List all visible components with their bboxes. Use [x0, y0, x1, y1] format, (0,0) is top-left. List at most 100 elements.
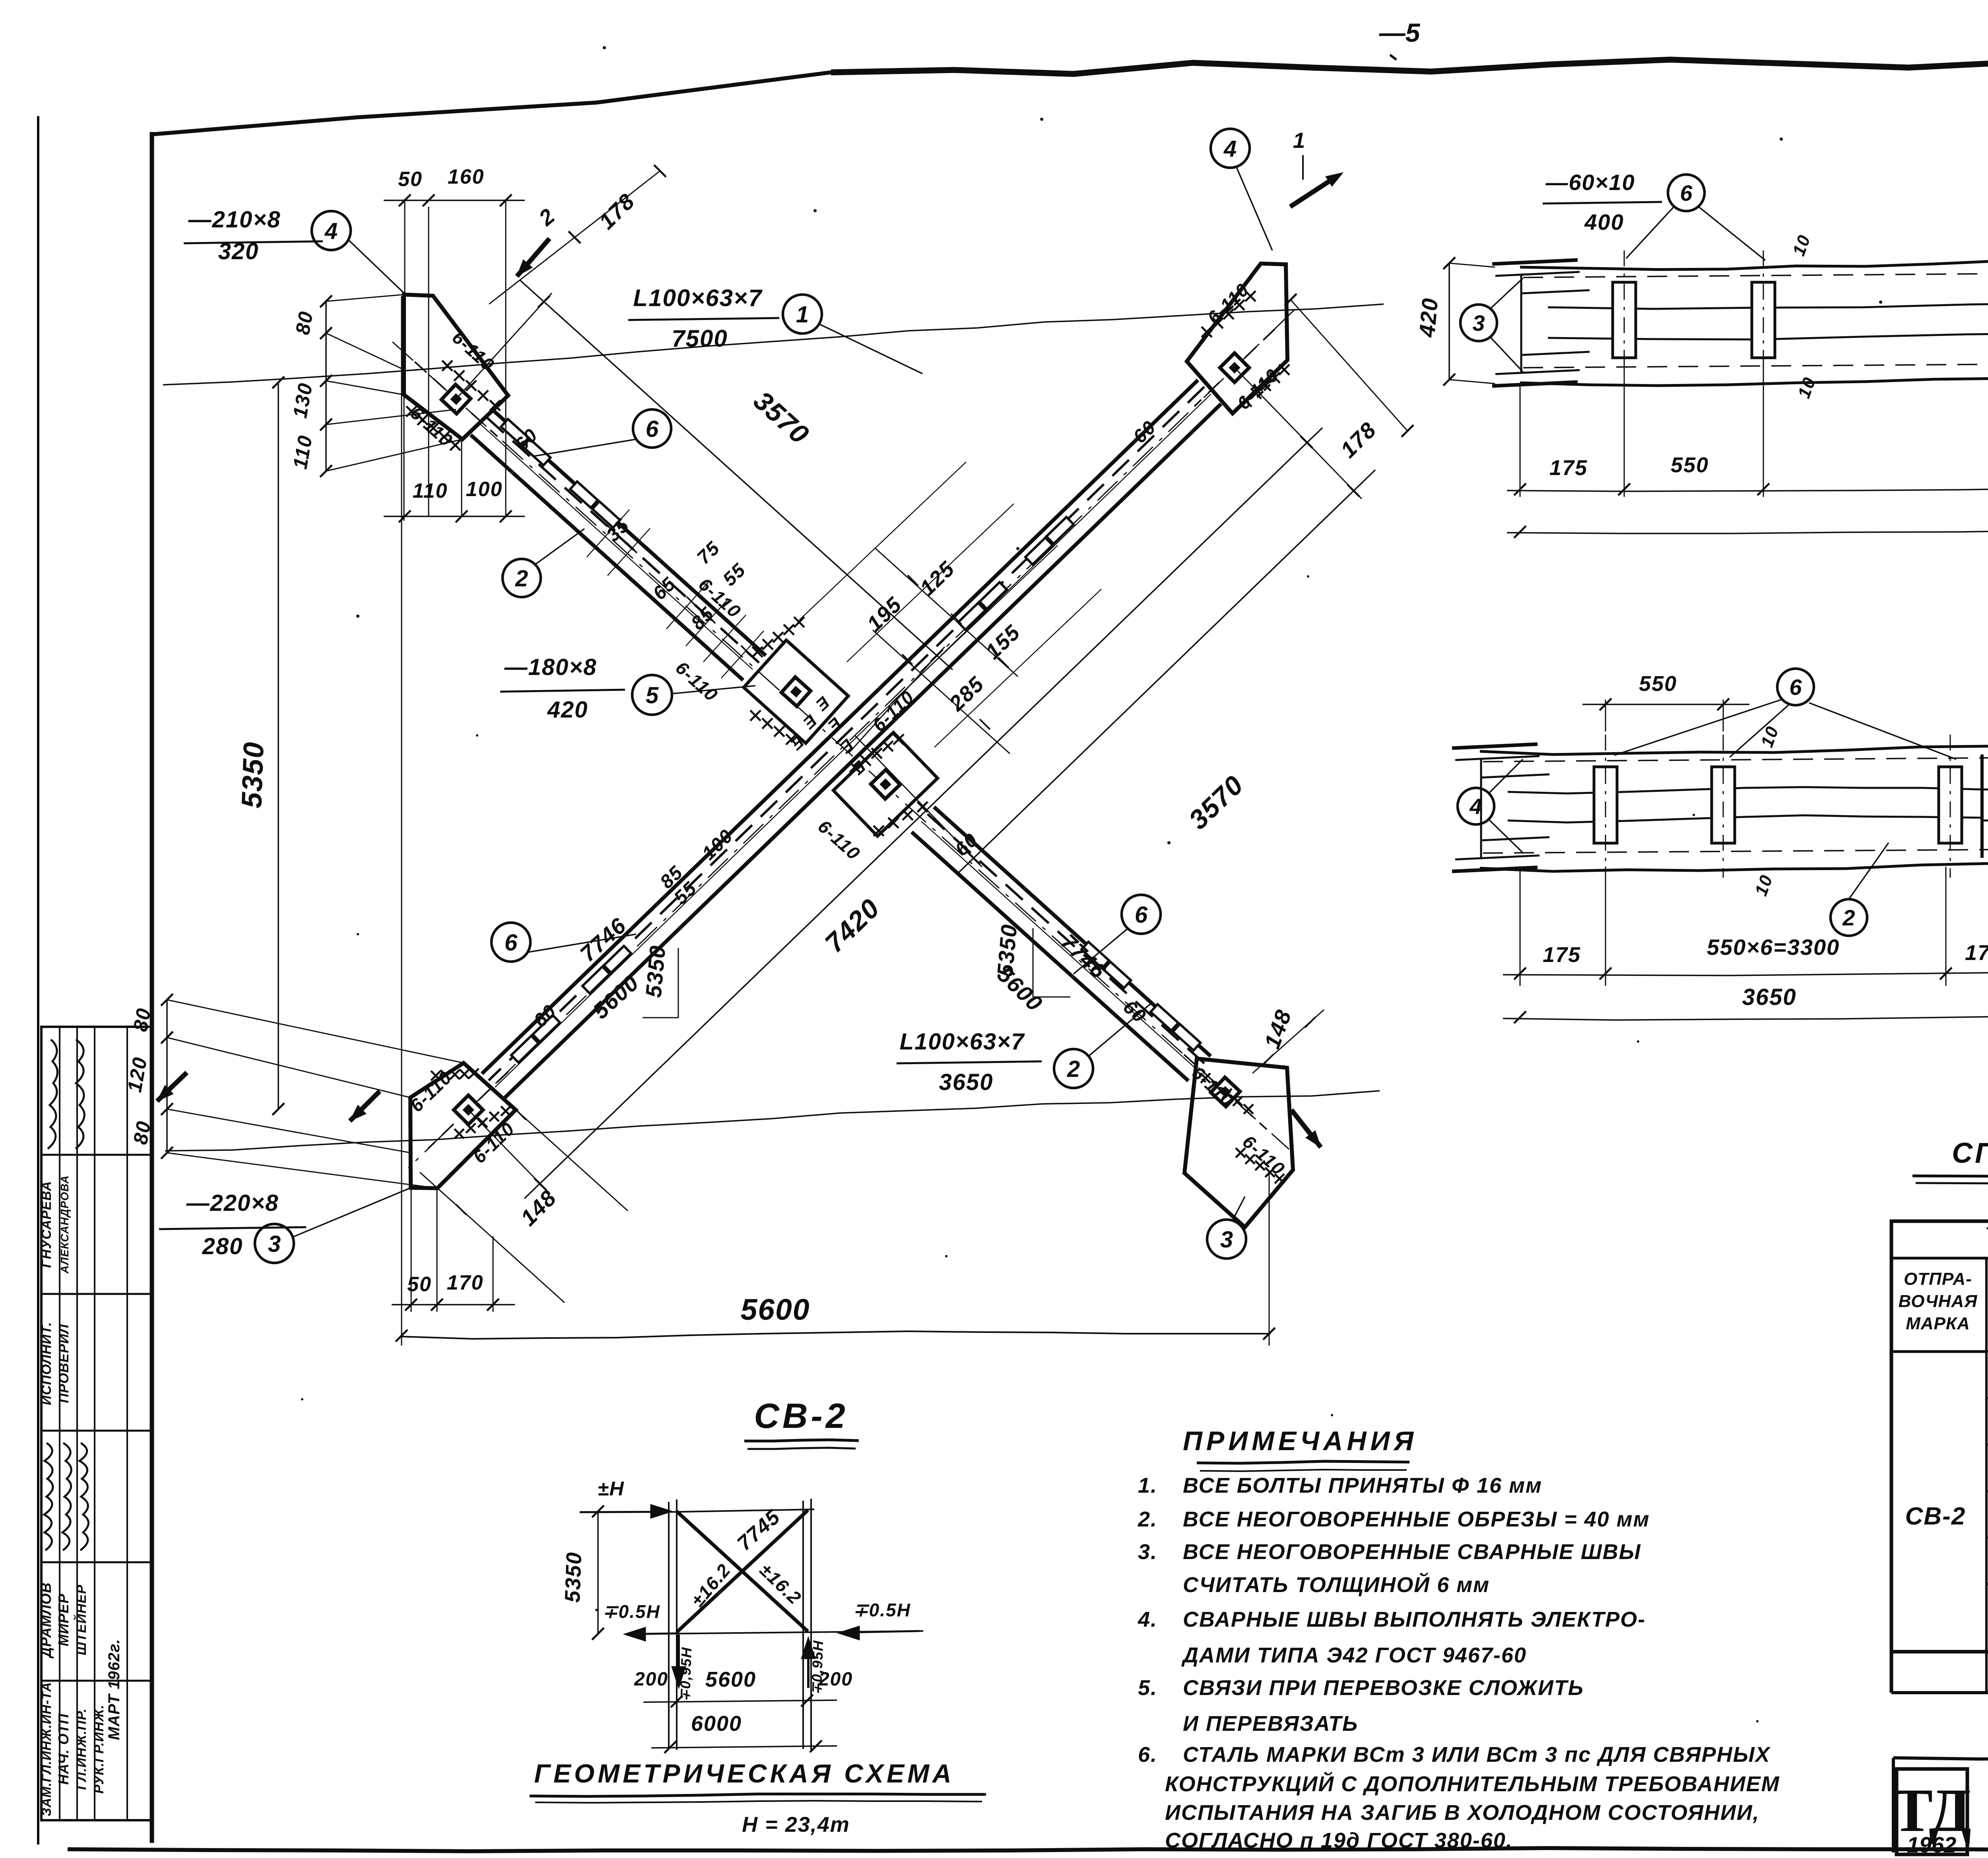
svg-text:550: 550 — [1671, 453, 1709, 477]
svg-text:И ПЕРЕВЯЗАТЬ: И ПЕРЕВЯЗАТЬ — [1183, 1712, 1358, 1736]
svg-text:3.: 3. — [1138, 1540, 1157, 1564]
svg-text:∓0.5Н: ∓0.5Н — [853, 1600, 911, 1620]
svg-text:СВ-2: СВ-2 — [1905, 1503, 1966, 1530]
svg-text:Н = 23,4т: Н = 23,4т — [742, 1813, 850, 1837]
svg-text:5350: 5350 — [641, 944, 670, 999]
svg-text:НАЧ. ОТП: НАЧ. ОТП — [55, 1713, 72, 1785]
svg-text:МИРЕР: МИРЕР — [55, 1594, 72, 1647]
svg-text:6: 6 — [1135, 902, 1148, 928]
svg-text:175: 175 — [1543, 943, 1581, 967]
svg-text:1: 1 — [796, 302, 809, 328]
svg-text:420: 420 — [1414, 297, 1443, 339]
svg-text:3: 3 — [1220, 1227, 1233, 1253]
svg-text:СЧИТАТЬ ТОЛЩИНОЙ 6 мм: СЧИТАТЬ ТОЛЩИНОЙ 6 мм — [1183, 1572, 1490, 1597]
svg-text:ДРАМЛОВ: ДРАМЛОВ — [38, 1582, 54, 1658]
svg-text:МАРКА: МАРКА — [1906, 1314, 1970, 1333]
svg-text:ИСПОЛНИТ.: ИСПОЛНИТ. — [39, 1322, 54, 1405]
svg-text:ОТПРА-: ОТПРА- — [1904, 1269, 1972, 1289]
svg-text:50: 50 — [398, 168, 423, 191]
svg-text:ВСЕ НЕОГОВОРЕННЫЕ СВАРНЫЕ Ш: ВСЕ НЕОГОВОРЕННЫЕ СВАРНЫЕ ШВЫ — [1183, 1540, 1641, 1564]
svg-text:L100×63×7: L100×63×7 — [633, 285, 763, 311]
svg-text:КОНСТРУКЦИЙ С ДОПОЛНИТЕЛЬНЫМ: КОНСТРУКЦИЙ С ДОПОЛНИТЕЛЬНЫМ ТРЕБОВАНИЕМ — [1165, 1771, 1780, 1796]
svg-text:—60×10: —60×10 — [1545, 170, 1635, 195]
svg-text:175: 175 — [1549, 456, 1588, 480]
svg-text:6: 6 — [505, 930, 518, 956]
svg-text:6000: 6000 — [691, 1712, 742, 1736]
svg-text:4: 4 — [1469, 794, 1482, 819]
svg-text:5: 5 — [646, 683, 659, 708]
svg-text:ВСЕ БОЛТЫ ПРИНЯТЫ Φ 16 м: ВСЕ БОЛТЫ ПРИНЯТЫ Φ 16 мм — [1183, 1474, 1542, 1497]
svg-text:5350: 5350 — [992, 923, 1021, 978]
svg-text:∓0,95Н: ∓0,95Н — [677, 1647, 695, 1702]
svg-text:1: 1 — [1293, 128, 1306, 153]
svg-text:80: 80 — [291, 309, 318, 336]
svg-text:СТАЛЬ МАРКИ ВСт 3 ИЛИ ВСт: СТАЛЬ МАРКИ ВСт 3 ИЛИ ВСт 3 пс ДЛЯ СВЯРН… — [1183, 1743, 1771, 1767]
svg-text:2: 2 — [1067, 1056, 1080, 1082]
svg-text:∓0,95Н: ∓0,95Н — [808, 1640, 827, 1695]
svg-text:175: 175 — [1965, 941, 1988, 965]
svg-text:4.: 4. — [1138, 1608, 1157, 1631]
svg-text:3: 3 — [1472, 310, 1485, 336]
svg-text:ГЕОМЕТРИЧЕСКАЯ СХЕМА: ГЕОМЕТРИЧЕСКАЯ СХЕМА — [534, 1759, 954, 1788]
svg-text:7500: 7500 — [672, 325, 728, 352]
svg-text:2.: 2. — [1138, 1507, 1157, 1531]
svg-text:550: 550 — [1639, 672, 1677, 696]
svg-text:200: 200 — [818, 1669, 853, 1690]
svg-text:ГНУСАРЕВА: ГНУСАРЕВА — [39, 1181, 54, 1268]
svg-text:СПЕЦИФИКАЦИЯ СТАЛИ НА ОД: СПЕЦИФИКАЦИЯ СТАЛИ НА ОДНУ ШТУКУ — [1952, 1137, 1988, 1169]
svg-text:∓0.5Н: ∓0.5Н — [602, 1601, 660, 1622]
svg-text:160: 160 — [448, 165, 485, 188]
svg-text:200: 200 — [634, 1669, 668, 1690]
svg-text:2: 2 — [1842, 905, 1855, 930]
svg-text:СВАРНЫЕ ШВЫ ВЫПОЛНЯТЬ ЭЛЕКТ: СВАРНЫЕ ШВЫ ВЫПОЛНЯТЬ ЭЛЕКТРО- — [1183, 1608, 1646, 1631]
svg-text:АЛЕКСАНДРОВА: АЛЕКСАНДРОВА — [58, 1175, 71, 1274]
svg-text:—210×8: —210×8 — [188, 207, 281, 233]
svg-text:6: 6 — [1789, 675, 1802, 700]
svg-text:420: 420 — [547, 697, 588, 723]
svg-text:6: 6 — [1680, 180, 1693, 206]
svg-text:ДАМИ ТИПА Э42 ГОСТ 9467-60: ДАМИ ТИПА Э42 ГОСТ 9467-60 — [1181, 1643, 1527, 1667]
svg-text:±Н: ±Н — [598, 1478, 625, 1500]
svg-text:ИСПЫТАНИЯ НА ЗАГИБ В ХОЛОД: ИСПЫТАНИЯ НА ЗАГИБ В ХОЛОДНОМ СОСТОЯНИИ, — [1165, 1801, 1760, 1825]
svg-text:4: 4 — [1223, 136, 1237, 162]
svg-text:—5: —5 — [1379, 18, 1421, 47]
svg-text:1962: 1962 — [1907, 1832, 1957, 1857]
svg-text:400: 400 — [1584, 209, 1624, 235]
svg-text:—180×8: —180×8 — [504, 654, 597, 680]
svg-text:1.: 1. — [1138, 1474, 1157, 1497]
svg-text:ВСЕ НЕОГОВОРЕННЫЕ ОБРЕЗЫ =: ВСЕ НЕОГОВОРЕННЫЕ ОБРЕЗЫ = 40 мм — [1183, 1507, 1650, 1531]
svg-text:СВ-2: СВ-2 — [754, 1396, 848, 1435]
svg-text:320: 320 — [218, 239, 259, 264]
svg-text:—220×8: —220×8 — [186, 1190, 279, 1216]
svg-text:550×6=3300: 550×6=3300 — [1707, 935, 1840, 960]
svg-text:СВЯЗИ ПРИ ПЕРЕВОЗКЕ СЛОЖИТЬ: СВЯЗИ ПРИ ПЕРЕВОЗКЕ СЛОЖИТЬ — [1183, 1676, 1584, 1700]
svg-text:2: 2 — [515, 566, 528, 592]
svg-text:80: 80 — [129, 1119, 155, 1146]
svg-text:5600: 5600 — [741, 1293, 810, 1326]
svg-text:РУК.ГР.ИНЖ.: РУК.ГР.ИНЖ. — [91, 1705, 107, 1794]
svg-text:80: 80 — [129, 1006, 155, 1033]
svg-text:3650: 3650 — [1742, 984, 1796, 1010]
svg-text:ШТЕЙНЕР: ШТЕЙНЕР — [74, 1585, 89, 1655]
svg-text:100: 100 — [466, 478, 503, 501]
svg-text:ТД: ТД — [1892, 1776, 1971, 1844]
svg-text:ВОЧНАЯ: ВОЧНАЯ — [1899, 1292, 1978, 1311]
svg-text:50: 50 — [407, 1273, 432, 1296]
svg-text:ЗАМ.ГЛ.ИНЖ.ИН-ТА: ЗАМ.ГЛ.ИНЖ.ИН-ТА — [39, 1682, 54, 1816]
svg-text:4: 4 — [324, 218, 338, 244]
svg-text:3: 3 — [268, 1231, 281, 1257]
svg-text:L100×63×7: L100×63×7 — [900, 1029, 1025, 1055]
svg-text:МАРТ 1962г.: МАРТ 1962г. — [105, 1639, 123, 1740]
svg-text:5350: 5350 — [561, 1551, 586, 1603]
svg-text:280: 280 — [202, 1233, 243, 1259]
svg-text:СОГЛАСНО п 19д ГОСТ 380-60.: СОГЛАСНО п 19д ГОСТ 380-60. — [1165, 1829, 1513, 1852]
svg-text:5.: 5. — [1138, 1676, 1157, 1700]
svg-text:6: 6 — [646, 416, 659, 442]
svg-text:6.: 6. — [1138, 1743, 1157, 1767]
svg-text:ГЛ.ИНЖ.ПР.: ГЛ.ИНЖ.ПР. — [74, 1708, 89, 1790]
svg-text:3650: 3650 — [939, 1069, 993, 1095]
svg-text:170: 170 — [447, 1271, 484, 1294]
svg-text:5600: 5600 — [705, 1668, 756, 1691]
svg-text:110: 110 — [413, 479, 448, 502]
svg-text:5350: 5350 — [236, 741, 270, 809]
